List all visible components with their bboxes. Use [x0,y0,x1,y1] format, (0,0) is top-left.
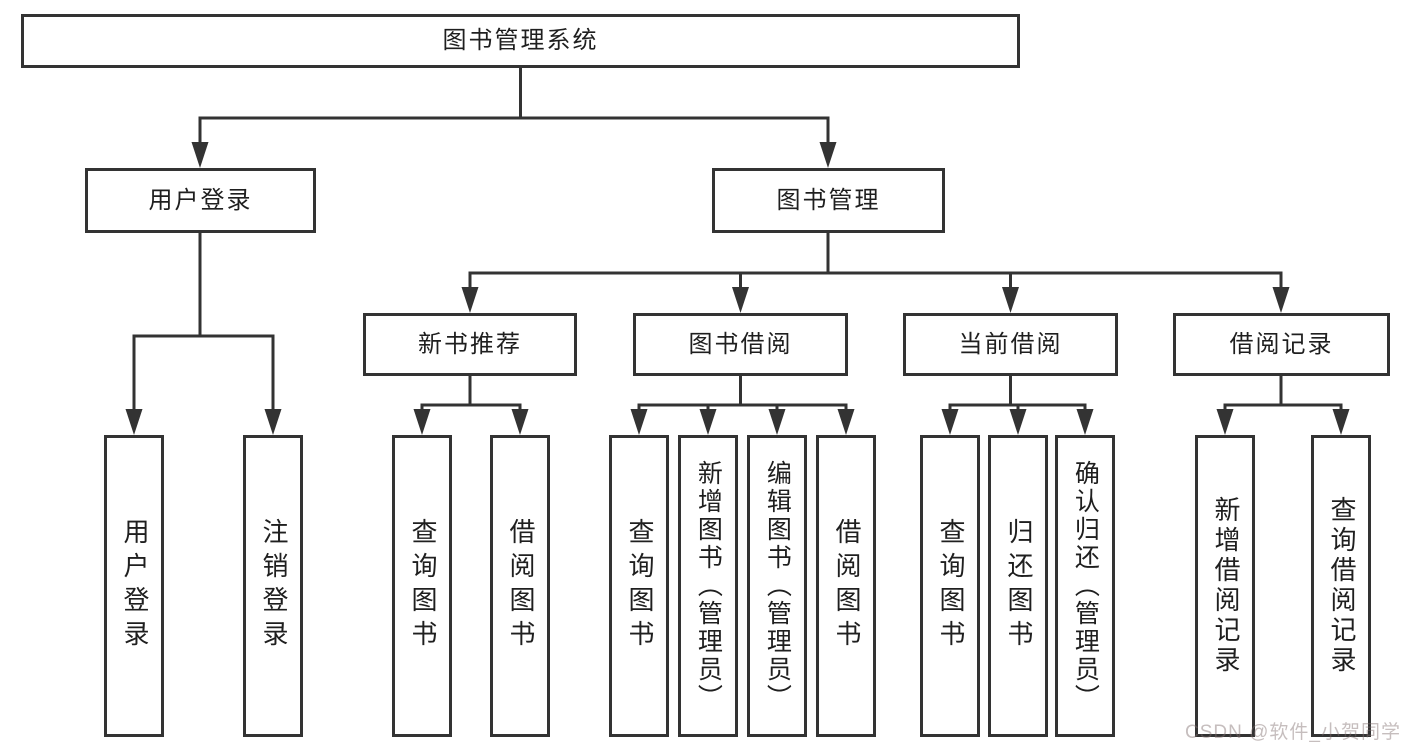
connector-current-borrow-children [948,376,1087,412]
leaf-return-book: 归还图书 [988,435,1048,737]
node-library-management-system: 图书管理系统 [21,14,1020,68]
arrowhead [819,142,837,168]
leaf-query-book-current: 查询图书 [920,435,980,737]
arrowhead [837,409,855,435]
arrowhead [768,409,786,435]
connector-new-book-children [420,376,522,412]
node-user-login: 用户登录 [85,168,316,233]
arrowhead [461,287,479,313]
arrowhead [630,409,648,435]
node-book-borrow: 图书借阅 [633,313,848,376]
arrowhead [191,142,209,168]
leaf-query-book-recommend: 查询图书 [392,435,452,737]
arrowhead [732,287,749,313]
arrowhead [699,409,717,435]
arrowhead [511,409,529,435]
watermark: CSDN @软件_小贺同学 [1185,722,1401,743]
leaf-borrow-book: 借阅图书 [816,435,876,737]
leaf-query-book-borrow: 查询图书 [609,435,669,737]
connector-root-to-level2 [198,68,830,146]
arrowhead [413,409,431,435]
node-book-management: 图书管理 [712,168,945,233]
arrowhead [1332,409,1350,435]
arrowhead [1272,287,1290,313]
arrowhead [264,409,282,435]
connector-user-login-children [132,233,275,412]
arrowhead [125,409,143,435]
arrowhead [1009,409,1027,435]
leaf-edit-book-admin: 编辑图书（管理员） [747,435,807,737]
leaf-query-borrow-record: 查询借阅记录 [1311,435,1371,737]
leaf-add-book-admin: 新增图书（管理员） [678,435,738,737]
connector-book-mgmt-to-level3 [468,233,1283,290]
leaf-confirm-return-admin: 确认归还（管理员） [1055,435,1115,737]
leaf-add-borrow-record: 新增借阅记录 [1195,435,1255,737]
connector-borrow-records-children [1223,376,1343,412]
node-borrow-records: 借阅记录 [1173,313,1390,376]
arrowhead [1002,287,1019,313]
leaf-logout: 注销登录 [243,435,303,737]
leaf-user-login: 用户登录 [104,435,164,737]
arrowhead [941,409,959,435]
node-current-borrow: 当前借阅 [903,313,1118,376]
arrowhead [1076,409,1094,435]
connector-book-borrow-children [637,376,848,412]
node-new-book-recommend: 新书推荐 [363,313,577,376]
arrowhead [1216,409,1234,435]
leaf-borrow-book-recommend: 借阅图书 [490,435,550,737]
